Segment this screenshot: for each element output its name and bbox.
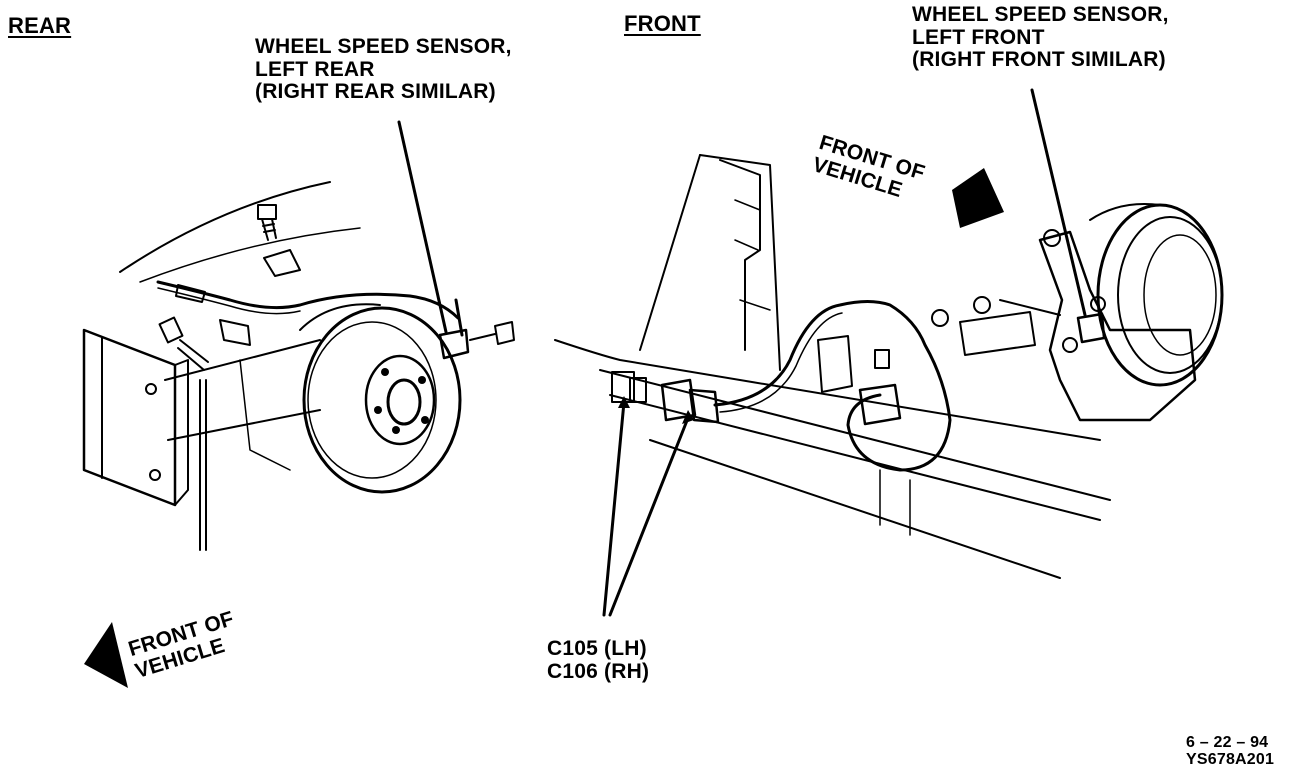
figure-id: YS678A201	[1186, 751, 1275, 769]
connector-leader-left	[602, 400, 626, 617]
front-sensor-callout-line-2: LEFT FRONT	[912, 25, 1045, 49]
rear-assembly	[82, 181, 515, 551]
figure-footer: 6 – 22 – 94 YS678A201	[1186, 734, 1274, 769]
front-assembly	[554, 154, 1224, 579]
rear-heading: REAR	[8, 14, 71, 38]
front-heading-text: FRONT	[624, 11, 701, 36]
rear-direction-arrow	[84, 622, 128, 688]
connector-c106	[660, 378, 720, 424]
bolt-left	[158, 316, 251, 371]
rear-sensor-callout-line-1: WHEEL SPEED SENSOR,	[255, 35, 512, 58]
rear-sensor-callout: WHEEL SPEED SENSOR, LEFT REAR (RIGHT REA…	[255, 35, 512, 104]
connector-callout: C105 (LH) C106 (RH)	[547, 637, 650, 683]
connector-leader-right	[608, 416, 690, 617]
front-heading: FRONT	[624, 12, 701, 36]
rear-rotor	[299, 303, 462, 494]
front-sensor-callout-line-1: WHEEL SPEED SENSOR,	[912, 3, 1169, 26]
connector-callout-line-2: C106 (RH)	[547, 659, 650, 683]
mounting-plate	[82, 328, 177, 507]
front-sensor-callout: WHEEL SPEED SENSOR, LEFT FRONT (RIGHT FR…	[912, 3, 1169, 72]
bolt-upper	[257, 204, 301, 277]
connector-callout-line-1: C105 (LH)	[547, 637, 647, 660]
rear-sensor-leader	[397, 120, 448, 334]
front-rotor	[1089, 203, 1224, 387]
front-sensor-callout-line-3: (RIGHT FRONT SIMILAR)	[912, 48, 1166, 72]
front-direction-arrow	[952, 168, 1004, 228]
rear-sensor-callout-line-3: (RIGHT REAR SIMILAR)	[255, 80, 496, 104]
rear-heading-text: REAR	[8, 13, 72, 38]
figure-date: 6 – 22 – 94	[1186, 734, 1269, 751]
front-sensor-leader	[1030, 88, 1087, 317]
rear-sensor-callout-line-2: LEFT REAR	[255, 57, 375, 81]
